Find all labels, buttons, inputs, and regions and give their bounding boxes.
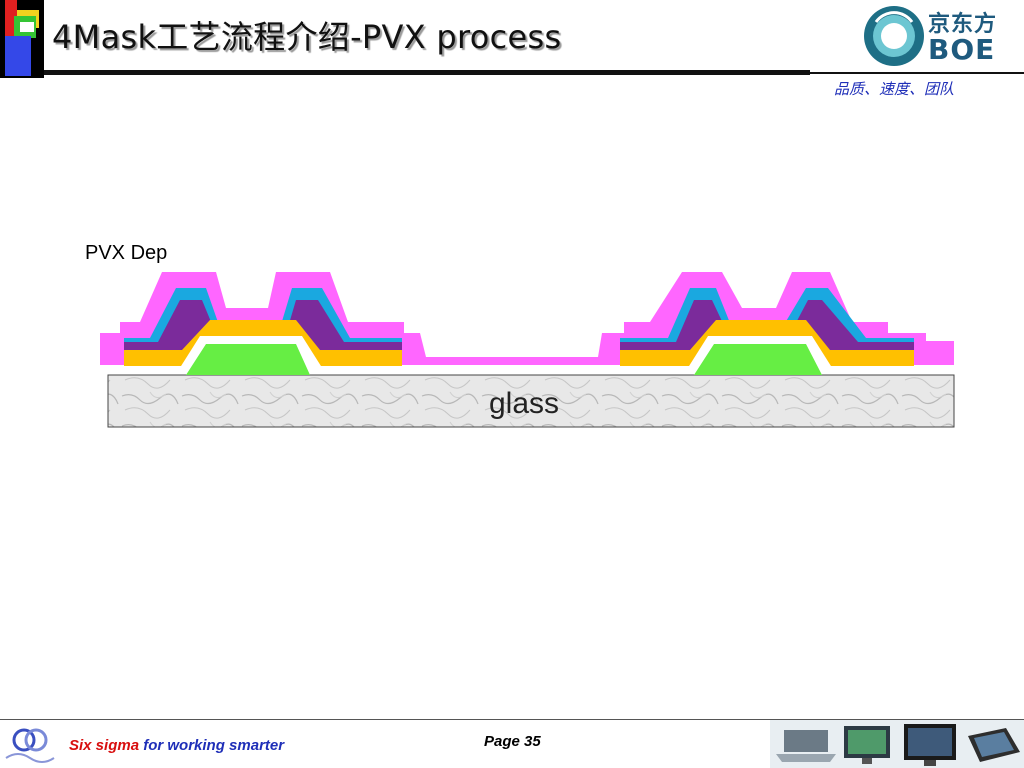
n-plus-layer [620, 300, 914, 354]
gate-electrode [694, 344, 822, 375]
company-slogan: 品质、速度、团队 [834, 80, 955, 98]
process-step-label: PVX Dep [85, 242, 168, 264]
glass-label: glass [489, 387, 560, 420]
header-divider [44, 70, 810, 75]
device-banner-image [770, 720, 1024, 768]
tablet-icon [968, 728, 1020, 762]
glass-substrate [107, 374, 955, 428]
pvx-cross-section-diagram [100, 272, 955, 428]
monitor-icon [844, 726, 890, 764]
six-sigma-logo-icon [5, 728, 55, 763]
footer-slogan: Six sigma for working smarter [69, 737, 284, 754]
footer-slogan-rest: for working smarter [139, 737, 285, 754]
corner-logo [0, 0, 44, 78]
gate-electrode [186, 344, 310, 375]
brand-name-en: BOE [928, 33, 996, 66]
footer-slogan-highlight: Six sigma [69, 737, 140, 754]
brand-name-cn: 京东方 [928, 12, 998, 37]
tv-icon [904, 724, 956, 766]
boe-logo-icon [864, 6, 924, 66]
footer-divider [0, 719, 1024, 720]
header-divider-thin [810, 72, 1024, 74]
page-number: Page 35 [484, 733, 541, 750]
slide-title: 4Mask工艺流程介绍-PVX process [52, 18, 562, 56]
laptop-icon [776, 730, 836, 762]
